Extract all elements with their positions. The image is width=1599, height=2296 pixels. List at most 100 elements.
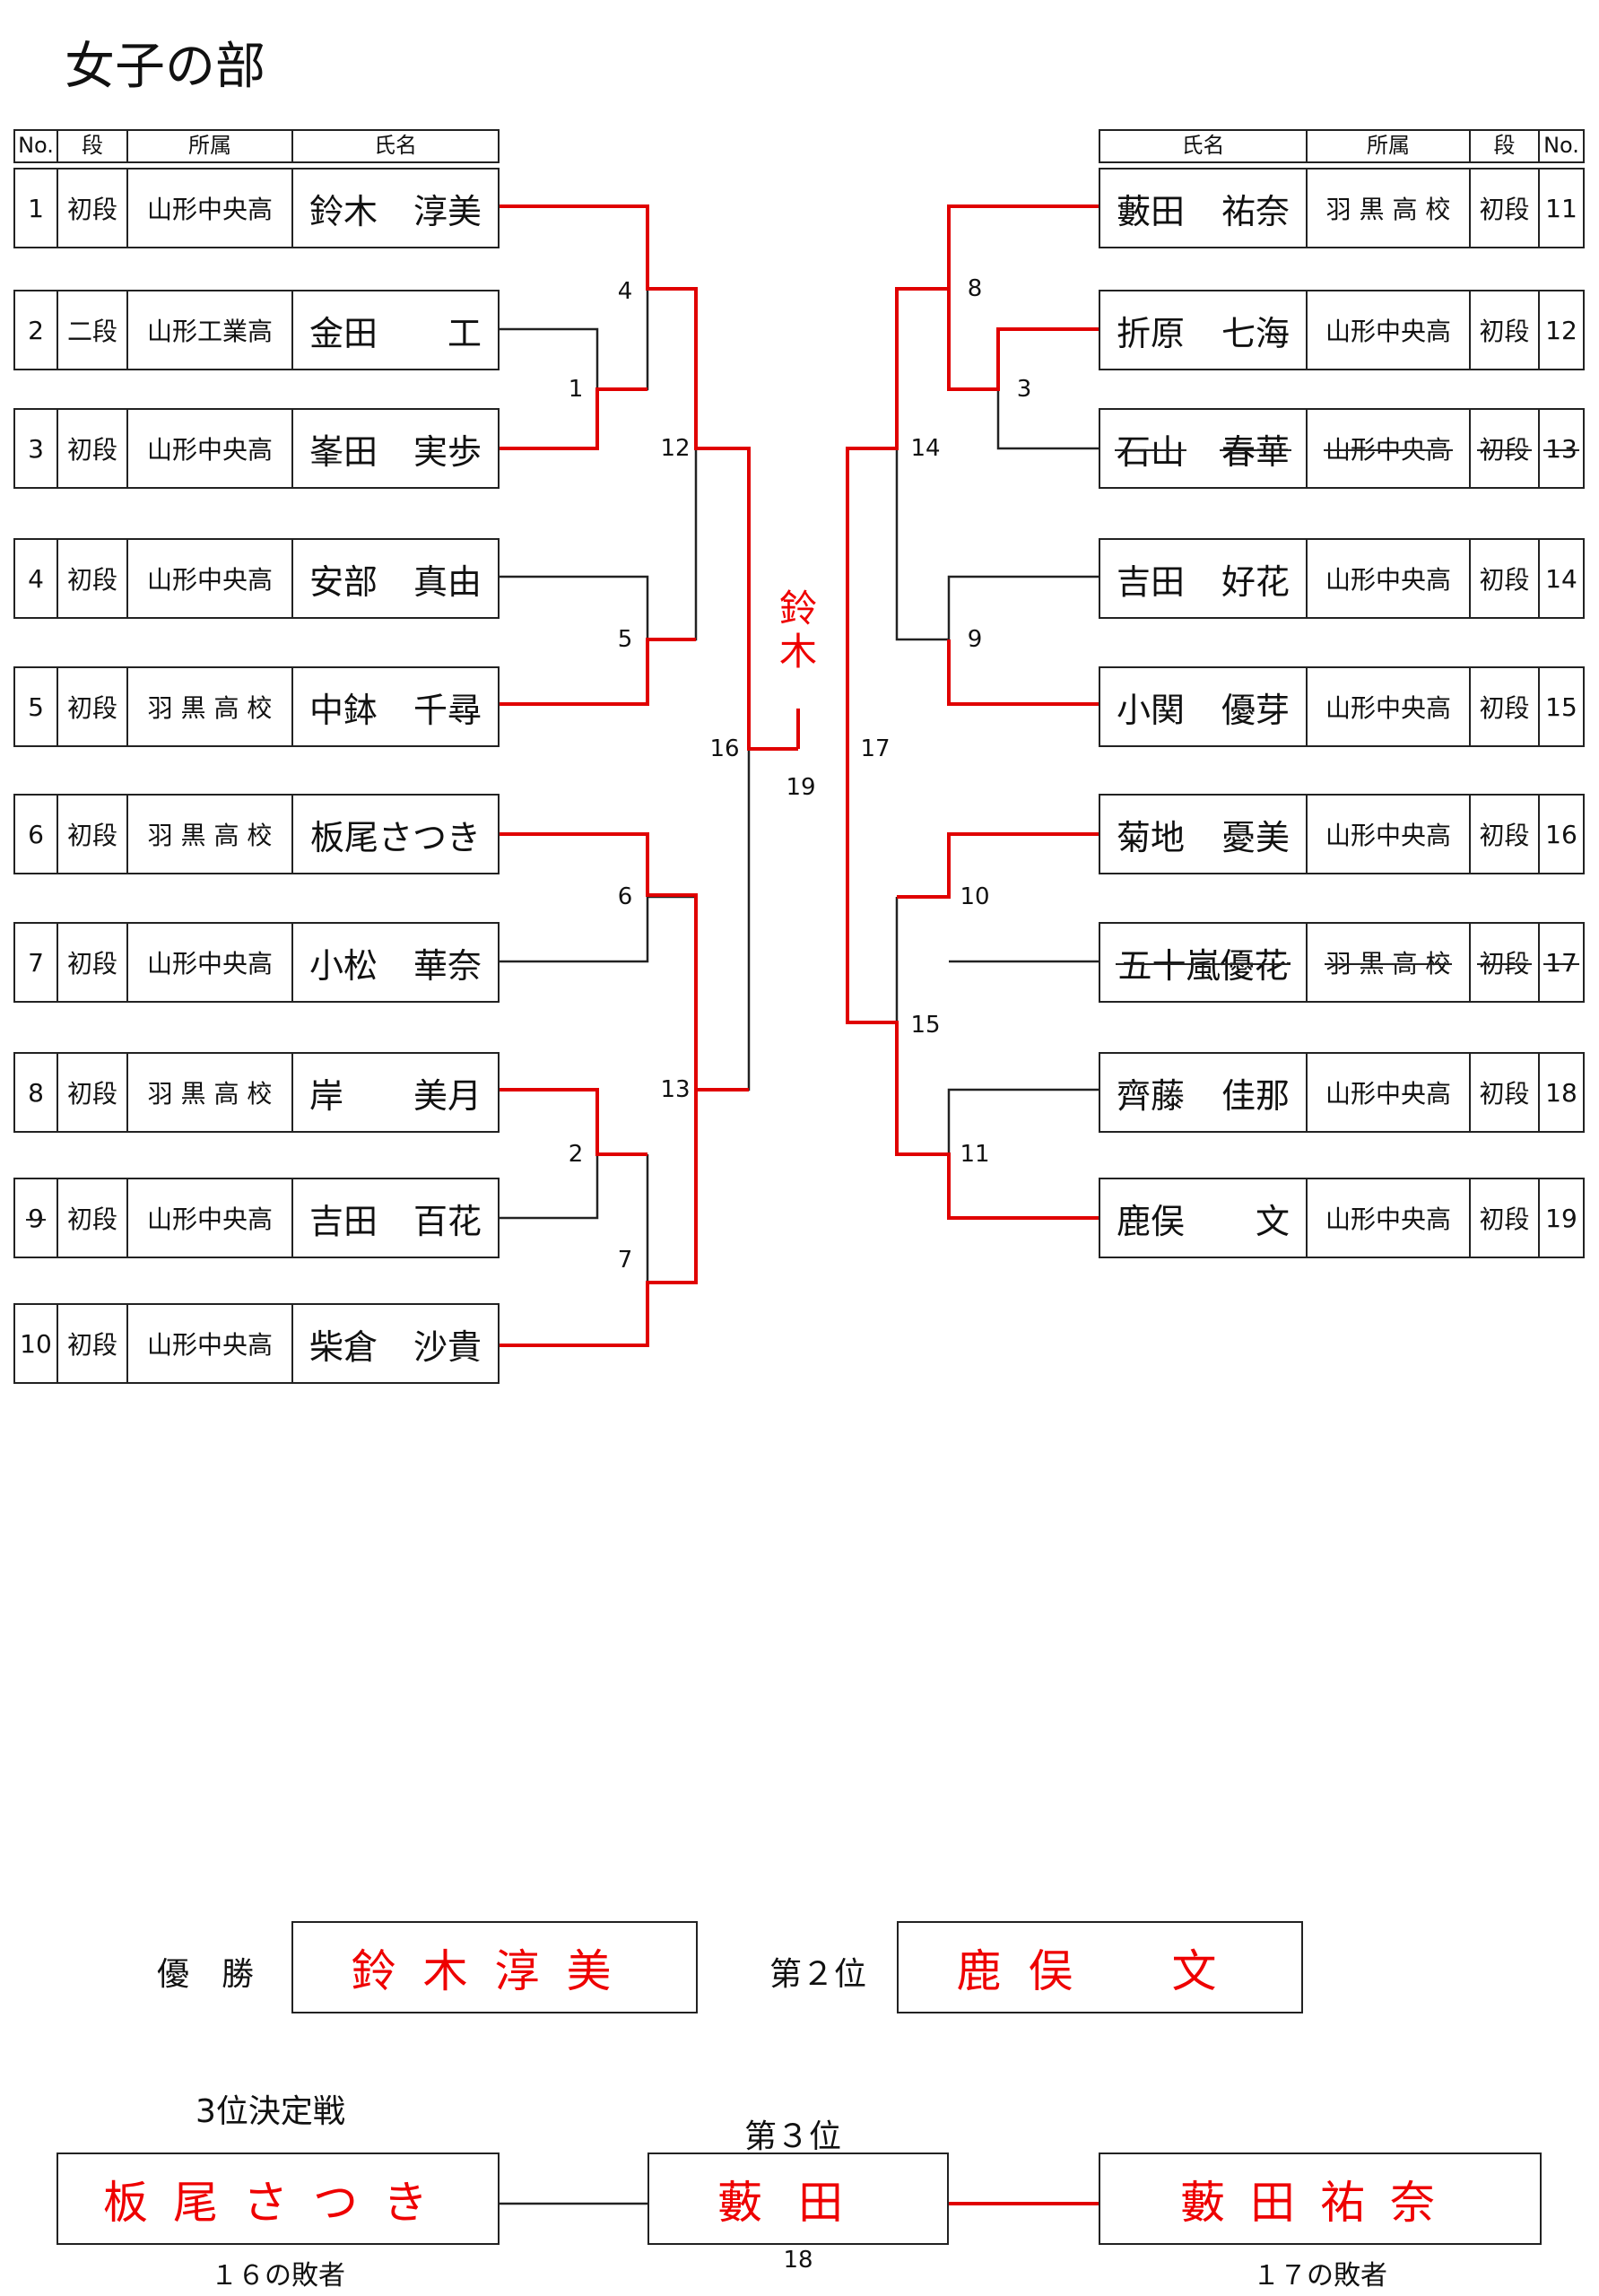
header-aff-left: 所属 — [126, 129, 293, 163]
match-number: 6 — [617, 883, 633, 910]
entry-affiliation: 山形中央高 — [1306, 1178, 1471, 1258]
entry-dan: 初段 — [56, 1178, 128, 1258]
entry-family-name: 柴倉 — [309, 1326, 378, 1367]
final-winner-mark: 鈴 木 — [771, 587, 825, 674]
entry-given-name: 百花 — [413, 1201, 482, 1241]
match-number: 12 — [660, 435, 691, 462]
win-line — [846, 204, 1099, 749]
entry-number: 9 — [13, 1178, 58, 1258]
entry-family-name: 鹿俣 — [1117, 1201, 1186, 1241]
entry-family-name: 板尾さつき — [309, 817, 481, 857]
entry-number-text: 2 — [28, 315, 44, 345]
entry-number: 18 — [1538, 1052, 1585, 1133]
win-line — [897, 832, 1099, 899]
entry-given-name: 沙貴 — [413, 1326, 482, 1367]
entry-number-text: 4 — [28, 563, 44, 594]
bracket-line — [947, 1088, 1099, 1154]
entry-dan-text: 初段 — [1479, 821, 1530, 850]
entry-affiliation: 山形中央高 — [126, 408, 293, 489]
entry-family-name: 折原 — [1117, 313, 1186, 353]
entry-family-name: 安部 — [309, 561, 378, 602]
entry-name: 安部真由 — [291, 538, 500, 619]
bracket-line — [647, 448, 698, 641]
match-number: 9 — [967, 626, 983, 653]
match-number: 15 — [910, 1012, 941, 1039]
entry-given-name: 華奈 — [413, 945, 482, 986]
champion-box: 鈴木淳美 — [291, 1921, 698, 2013]
bracket-line — [846, 447, 897, 749]
entry-dan-text: 初段 — [1477, 944, 1532, 980]
entry-number: 7 — [13, 922, 58, 1003]
entry-affiliation-text: 山形中央高 — [1325, 821, 1451, 850]
entry-affiliation: 羽 黒 高 校 — [126, 666, 293, 747]
entry-number-text: 6 — [28, 819, 44, 849]
entry-dan: 初段 — [1469, 538, 1540, 619]
entry-affiliation-text: 山形中央高 — [1325, 317, 1451, 346]
entry-affiliation-text: 羽 黒 高 校 — [1324, 944, 1453, 980]
entry-family-name: 吉田 — [1117, 561, 1186, 602]
match-number: 19 — [786, 774, 816, 801]
entry-family-name: 石山 — [1114, 424, 1187, 474]
entry-name: 小松華奈 — [291, 922, 500, 1003]
entry-name: 菊地憂美 — [1099, 794, 1308, 874]
entry-affiliation: 山形中央高 — [126, 1178, 293, 1258]
match-number: 4 — [617, 278, 633, 305]
match-number: 8 — [967, 275, 983, 302]
playoff-left-name: 板尾さつき — [103, 2176, 453, 2229]
entry-name: 五十嵐優花 — [1099, 922, 1308, 1003]
entry-affiliation: 山形中央高 — [1306, 408, 1471, 489]
entry-given-name: 美月 — [413, 1075, 482, 1116]
entry-name: 板尾さつき — [291, 794, 500, 874]
entry-number-text: 1 — [28, 193, 44, 223]
entry-number: 5 — [13, 666, 58, 747]
entry-name: 岸美月 — [291, 1052, 500, 1133]
second-place-name: 鹿俣 文 — [956, 1944, 1244, 1997]
win-line — [500, 1088, 647, 1156]
entry-number-text: 8 — [28, 1077, 44, 1108]
entry-affiliation: 羽 黒 高 校 — [126, 1052, 293, 1133]
entry-dan-text: 初段 — [1479, 693, 1530, 723]
bracket-line — [500, 1154, 599, 1220]
entry-family-name: 小関 — [1117, 690, 1186, 730]
entry-number: 1 — [13, 168, 58, 248]
entry-number: 8 — [13, 1052, 58, 1133]
entry-number: 10 — [13, 1303, 58, 1384]
entry-given-name: 実歩 — [413, 431, 482, 472]
entry-dan: 初段 — [1469, 794, 1540, 874]
page-title: 女子の部 — [65, 38, 265, 96]
entry-given-name: 祐奈 — [1221, 191, 1290, 231]
entry-dan-text: 初段 — [1479, 1205, 1530, 1234]
header-name-right: 氏名 — [1099, 129, 1308, 163]
entry-name: 金田工 — [291, 290, 500, 370]
entry-dan: 初段 — [1469, 922, 1540, 1003]
win-line — [947, 639, 1099, 706]
match-number: 3 — [1016, 376, 1032, 403]
entry-dan-text: 初段 — [1479, 1079, 1530, 1109]
entry-name: 齊藤佳那 — [1099, 1052, 1308, 1133]
playoff-right-name: 藪田祐奈 — [1180, 2176, 1460, 2229]
bracket-line — [996, 329, 1099, 450]
entry-number-text: 9 — [26, 1203, 46, 1233]
win-line — [500, 387, 647, 450]
win-line — [500, 638, 696, 706]
entry-dan-text: 初段 — [1479, 195, 1530, 224]
match-number: 11 — [960, 1141, 990, 1168]
entry-number-text: 19 — [1545, 1203, 1577, 1233]
entry-family-name: 五十嵐優花 — [1116, 938, 1290, 987]
entry-number-text: 10 — [20, 1328, 52, 1359]
entry-name: 吉田好花 — [1099, 538, 1308, 619]
entry-dan-text: 初段 — [1479, 317, 1530, 346]
entry-given-name: 工 — [447, 313, 482, 353]
playoff-left-caption: １６の敗者 — [211, 2260, 345, 2292]
entry-name: 峯田実歩 — [291, 408, 500, 489]
entry-affiliation-text: 山形中央高 — [1325, 1205, 1451, 1234]
final-winner-char: 木 — [778, 630, 817, 674]
entry-dan: 二段 — [56, 290, 128, 370]
entry-number-text: 11 — [1545, 193, 1577, 223]
entry-given-name: 真由 — [413, 561, 482, 602]
entry-name: 折原七海 — [1099, 290, 1308, 370]
entry-affiliation: 山形中央高 — [126, 922, 293, 1003]
entry-family-name: 峯田 — [309, 431, 378, 472]
entry-name: 小関優芽 — [1099, 666, 1308, 747]
